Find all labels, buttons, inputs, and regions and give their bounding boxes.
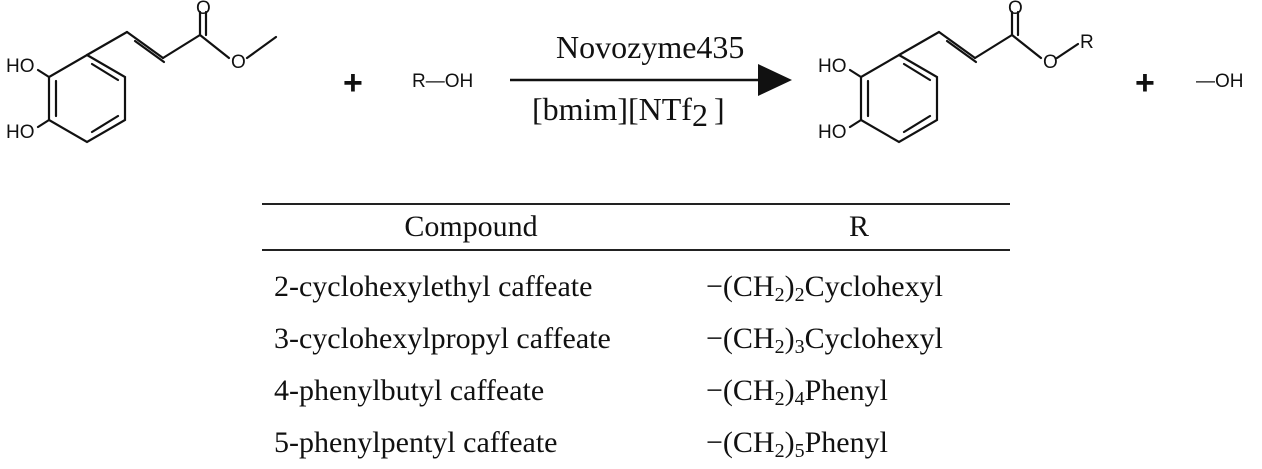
table-row: 4-phenylbutyl caffeate −(CH2)4Phenyl (262, 365, 1010, 417)
product-ho-bottom-label: HO (818, 122, 847, 143)
r-mid: ) (784, 374, 795, 407)
r-mid: ) (784, 322, 795, 355)
r-sub-n: 2 (794, 284, 805, 306)
r-sub-h: 2 (774, 440, 785, 462)
r-sub-h: 2 (774, 284, 785, 306)
r-sub-n: 3 (794, 336, 805, 358)
solvent-close: ] (714, 91, 725, 127)
r-mid: ) (784, 270, 795, 303)
plus-sign-2: + (1135, 64, 1155, 102)
reactant-methyl-caffeate (36, 10, 278, 144)
r-prefix: −(CH (706, 322, 775, 355)
r-suffix: Phenyl (804, 426, 888, 459)
r-sub-n: 5 (794, 440, 805, 462)
solvent-sub: 2 (692, 97, 708, 133)
reaction-scheme-svg: HO HO O O + R—OH Novozyme435 [bmim][NTf2… (6, 0, 1244, 144)
table-header-row: Compound R (262, 205, 1010, 249)
byproduct-label: —OH (1196, 71, 1244, 92)
r-prefix: −(CH (706, 374, 775, 407)
r-sub-h: 2 (774, 336, 785, 358)
product-carbonyl-o-label: O (1008, 0, 1023, 19)
alcohol-label: R—OH (412, 71, 473, 92)
r-prefix: −(CH (706, 270, 775, 303)
table-row: 3-cyclohexylpropyl caffeate −(CH2)3Cyclo… (262, 313, 1010, 365)
table-body: 2-cyclohexylethyl caffeate −(CH2)2Cycloh… (262, 251, 1010, 469)
r-suffix: Cyclohexyl (804, 270, 943, 303)
r-prefix: −(CH (706, 426, 775, 459)
r-sub-n: 4 (794, 388, 805, 410)
solvent-label: [bmim][NTf2] (532, 91, 725, 133)
catalyst-label: Novozyme435 (556, 29, 744, 65)
r-group-formula: −(CH2)3Cyclohexyl (692, 322, 1010, 358)
r-suffix: Cyclohexyl (804, 322, 943, 355)
r-group-formula: −(CH2)5Phenyl (692, 426, 1010, 462)
r-mid: ) (784, 426, 795, 459)
solvent-main: [bmim][NTf (532, 91, 692, 127)
compound-name: 2-cyclohexylethyl caffeate (274, 270, 593, 303)
reactant-ho-top-label: HO (6, 56, 35, 77)
product-ho-top-label: HO (818, 56, 847, 77)
reactant-ester-o-label: O (231, 52, 246, 73)
reactant-ho-bottom-label: HO (6, 122, 35, 143)
header-r: R (848, 210, 869, 243)
product-caffeate-ester (848, 10, 1080, 144)
product-ester-o-label: O (1043, 52, 1058, 73)
compound-table: Compound R 2-cyclohexylethyl caffeate −(… (262, 203, 1010, 469)
plus-sign-1: + (343, 64, 363, 102)
r-sub-h: 2 (774, 388, 785, 410)
compound-name: 4-phenylbutyl caffeate (274, 374, 545, 407)
compound-name: 3-cyclohexylpropyl caffeate (274, 322, 611, 355)
reactant-carbonyl-o-label: O (196, 0, 211, 19)
r-suffix: Phenyl (804, 374, 888, 407)
r-group-formula: −(CH2)4Phenyl (692, 374, 1010, 410)
table-row: 2-cyclohexylethyl caffeate −(CH2)2Cycloh… (262, 261, 1010, 313)
r-group-formula: −(CH2)2Cyclohexyl (692, 270, 1010, 306)
compound-name: 5-phenylpentyl caffeate (274, 426, 558, 459)
header-compound: Compound (404, 210, 538, 243)
product-r-group-label: R (1080, 32, 1094, 53)
reaction-scheme: HO HO O O + R—OH Novozyme435 [bmim][NTf2… (0, 0, 1262, 200)
reaction-arrow (510, 64, 792, 96)
table-row: 5-phenylpentyl caffeate −(CH2)5Phenyl (262, 417, 1010, 469)
table-top-rule (262, 203, 1010, 205)
table-header-rule (262, 249, 1010, 251)
